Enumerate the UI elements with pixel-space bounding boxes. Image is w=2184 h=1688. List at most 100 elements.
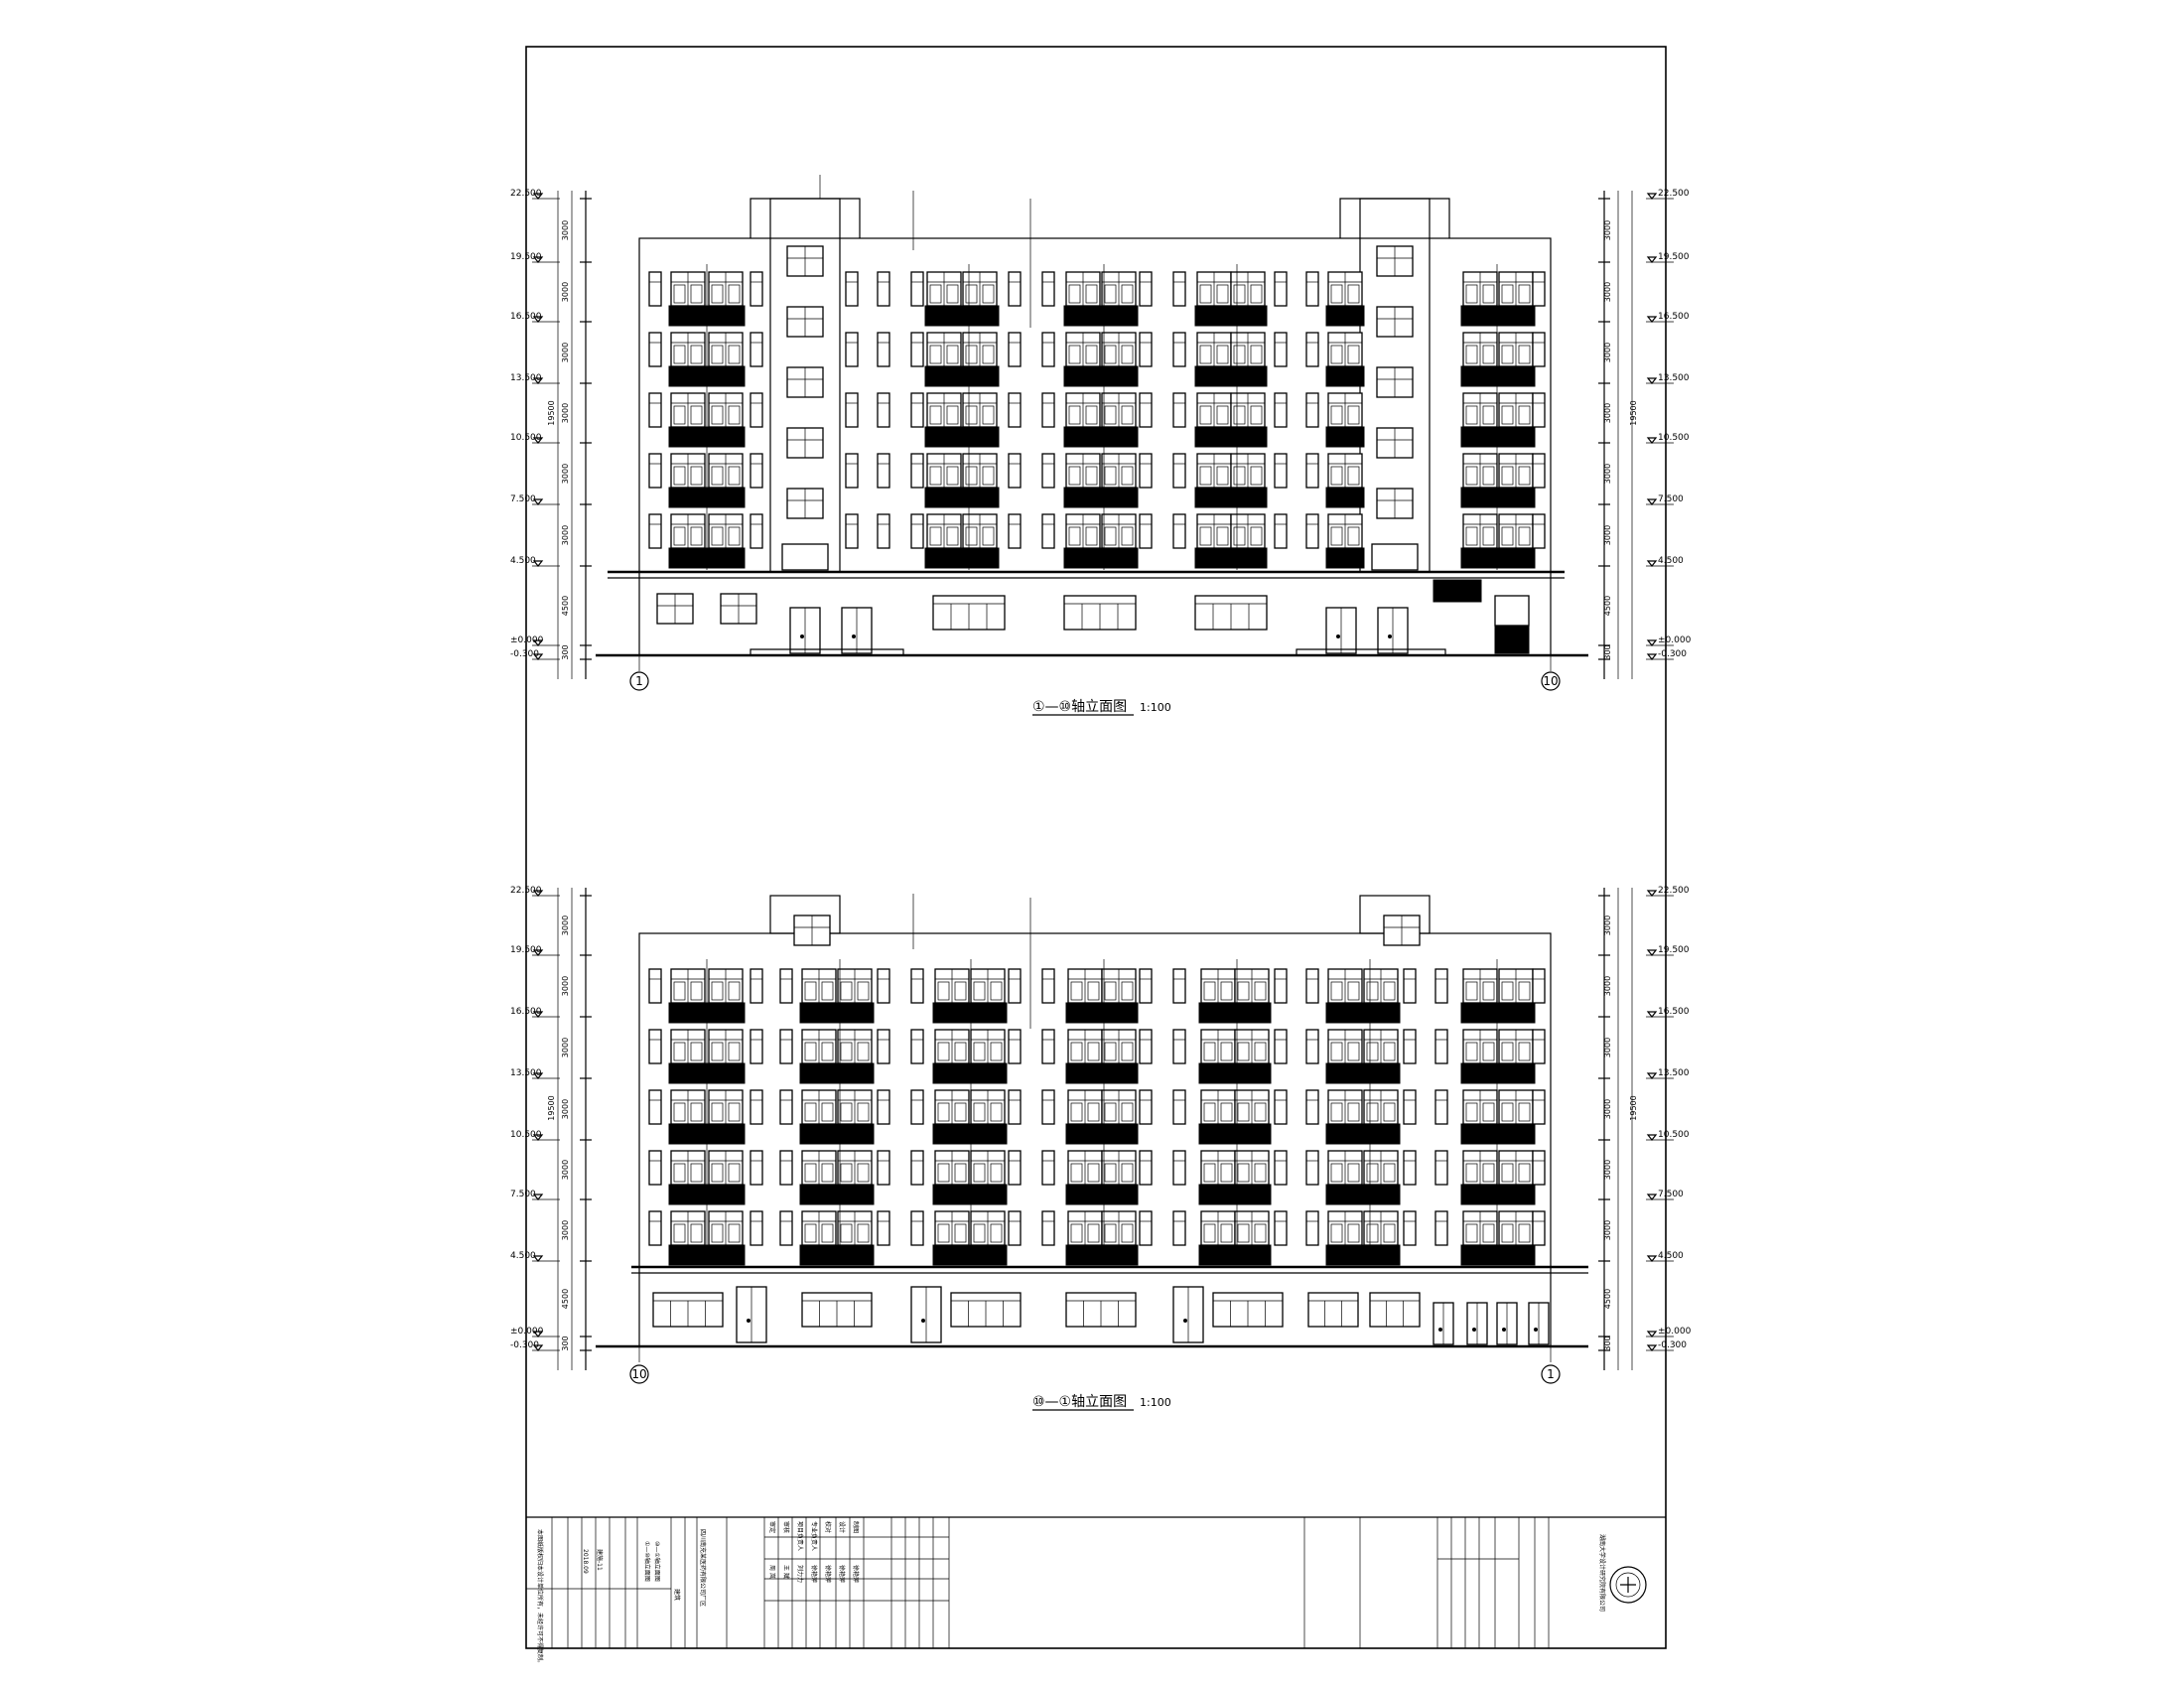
door-handle: [1472, 1328, 1476, 1332]
balcony-rail: [968, 1244, 1008, 1266]
balcony-rail: [706, 426, 746, 448]
balcony-rail: [835, 1123, 875, 1145]
balcony-rail: [1325, 547, 1365, 569]
door-handle: [852, 634, 856, 638]
window-pane: [728, 466, 741, 486]
small-window: [1403, 1029, 1417, 1064]
window-pane: [690, 405, 703, 425]
window-pane: [1121, 1163, 1134, 1183]
small-window: [1274, 332, 1288, 367]
window-pane: [1518, 981, 1531, 1001]
window-pane: [728, 1102, 741, 1122]
small-window: [1305, 332, 1319, 367]
window-pane: [954, 1102, 967, 1122]
window-pane: [1501, 284, 1514, 304]
small-window: [1274, 968, 1288, 1004]
small-window: [1532, 1150, 1546, 1186]
small-window: [1008, 332, 1022, 367]
window-pane: [1347, 405, 1360, 425]
window-pane: [728, 981, 741, 1001]
balcony-rail: [1232, 1244, 1272, 1266]
balcony-rail: [924, 305, 964, 327]
balcony-rail: [1460, 1062, 1500, 1084]
level-value: 10.500: [1658, 433, 1690, 443]
window-pane: [673, 405, 686, 425]
small-window: [910, 332, 924, 367]
signature-name: 周 岚: [768, 1565, 775, 1579]
small-window: [750, 513, 763, 549]
elevation-top: 22.500300019.500300016.500300013.5003000…: [510, 175, 1692, 691]
window-pane: [1203, 981, 1216, 1001]
window-pane: [804, 1223, 817, 1243]
window-pane: [1121, 1042, 1134, 1061]
window-pane: [821, 1223, 834, 1243]
window-pane: [1347, 466, 1360, 486]
balcony-rail: [1325, 426, 1365, 448]
window-pane: [1068, 466, 1081, 486]
window-pane: [1482, 466, 1495, 486]
dimension-value: 300: [561, 644, 570, 659]
small-window: [1305, 1089, 1319, 1125]
level-triangle-icon: [532, 1134, 544, 1141]
window-pane: [1501, 1102, 1514, 1122]
window-pane: [1220, 981, 1233, 1001]
small-window: [910, 1089, 924, 1125]
balcony-rail: [1198, 1002, 1238, 1024]
balcony-rail: [1099, 1123, 1139, 1145]
window-pane: [1518, 526, 1531, 546]
company-name: 湖南大学设计研究院有限公司: [1598, 1534, 1606, 1612]
balcony-rail: [932, 1184, 972, 1205]
small-window: [910, 513, 924, 549]
window-pane: [1254, 1102, 1267, 1122]
elevation-top-title: ①—⑩轴立面图 1:100: [1032, 699, 1171, 716]
level-value: 10.500: [510, 1130, 542, 1140]
window-pane: [673, 1223, 686, 1243]
company-seal-icon: [1609, 1566, 1647, 1604]
window-pane: [1237, 981, 1250, 1001]
level-triangle-icon: [1646, 1344, 1658, 1351]
level-value: 10.500: [510, 433, 542, 443]
balcony-rail: [924, 487, 964, 508]
window-pane: [1383, 1042, 1396, 1061]
small-window: [910, 1150, 924, 1186]
small-window: [1532, 513, 1546, 549]
balcony-rail: [1228, 426, 1268, 448]
window-pane: [1216, 284, 1229, 304]
total-dimension: 19500: [1629, 400, 1638, 425]
small-window: [1041, 453, 1055, 489]
small-window: [648, 1089, 662, 1125]
dimension-value: 3000: [1603, 1220, 1612, 1240]
balcony-rail: [799, 1062, 839, 1084]
window-pane: [1383, 981, 1396, 1001]
window-pane: [1085, 345, 1098, 364]
balcony-rail: [799, 1002, 839, 1024]
level-triangle-icon: [1646, 1331, 1658, 1337]
small-window: [1172, 1089, 1186, 1125]
window-pane: [1482, 1223, 1495, 1243]
window-pane: [1216, 405, 1229, 425]
window-pane: [1199, 466, 1212, 486]
window-pane: [1070, 981, 1083, 1001]
balcony-rail: [1361, 1002, 1401, 1024]
balcony-rail: [668, 426, 708, 448]
window-pane: [946, 284, 959, 304]
balcony-rail: [1496, 426, 1536, 448]
window-pane: [1254, 1163, 1267, 1183]
balcony-rail: [668, 1244, 708, 1266]
balcony-rail: [1232, 1123, 1272, 1145]
window-pane: [1465, 1042, 1478, 1061]
copyright-note: 本图纸版权归本设计单位所有，未经许可不得复制。: [536, 1529, 544, 1666]
level-triangle-icon: [1646, 193, 1658, 200]
level-value: 19.500: [510, 252, 542, 262]
balcony-rail: [1460, 1123, 1500, 1145]
balcony-rail: [668, 1002, 708, 1024]
small-window: [1041, 1089, 1055, 1125]
balcony-rail: [1194, 487, 1234, 508]
small-window: [750, 453, 763, 489]
small-window: [1274, 1089, 1288, 1125]
window-pane: [1216, 466, 1229, 486]
window-pane: [1501, 466, 1514, 486]
window-pane: [1465, 1223, 1478, 1243]
window-pane: [1518, 1102, 1531, 1122]
axis-bubble-start-label: 1: [635, 674, 643, 688]
